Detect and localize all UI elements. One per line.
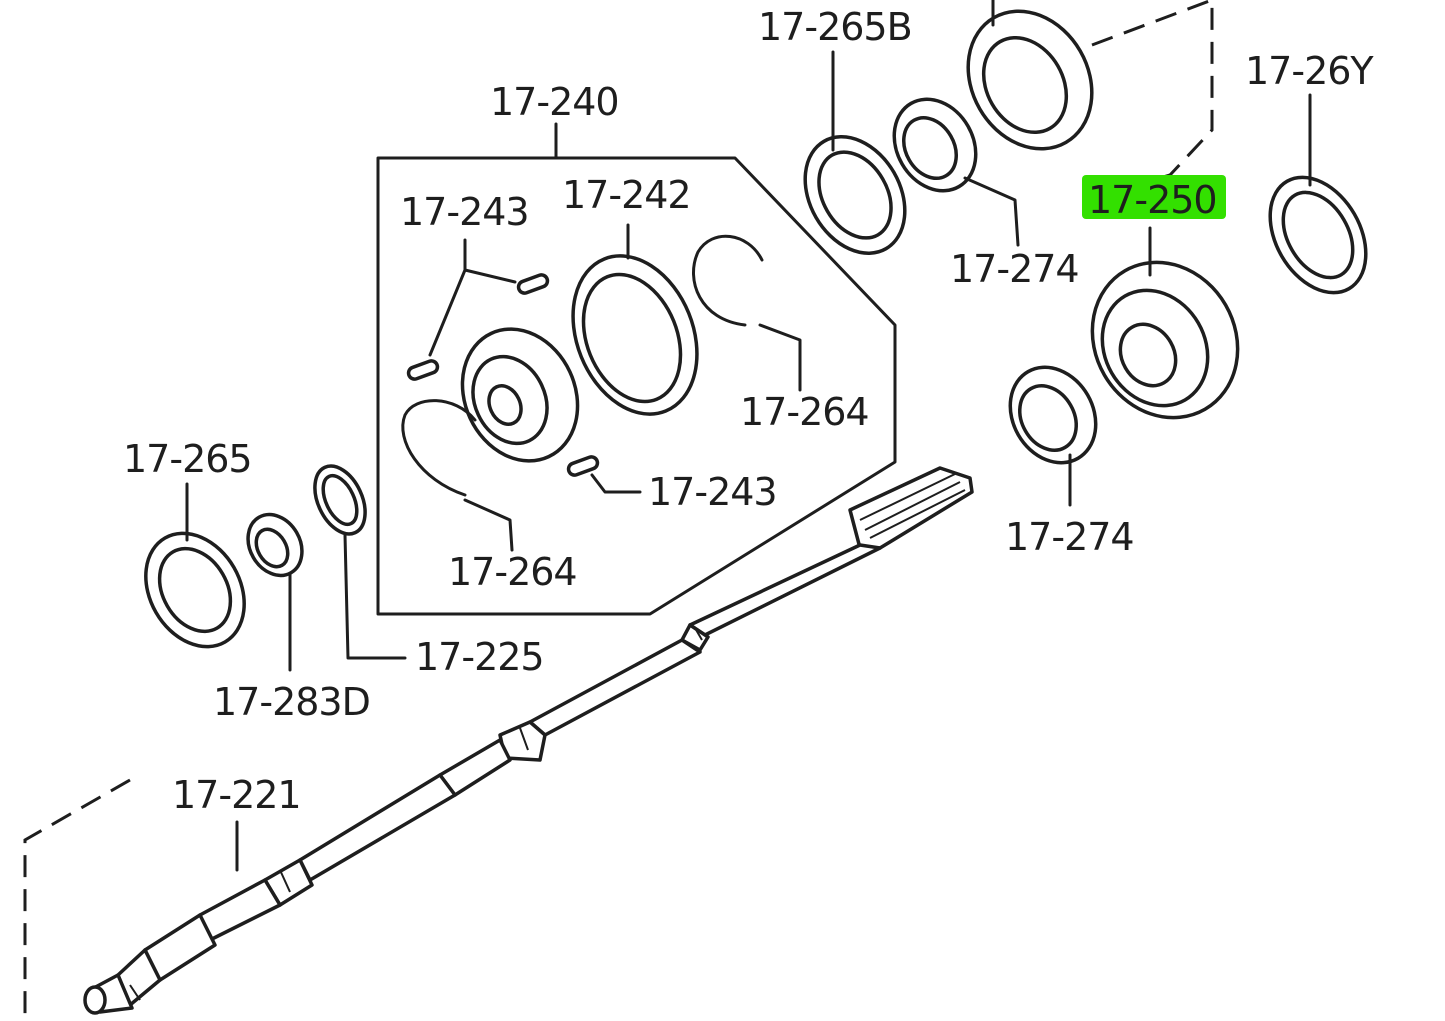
- leader-17-225: [343, 533, 407, 660]
- label-17-221: 17-221: [172, 773, 301, 817]
- part-top-gear: [966, 9, 1094, 151]
- part-17-225-washer: [313, 464, 367, 536]
- part-synchro-hub: [460, 327, 580, 463]
- part-17-283D-bearing: [246, 512, 304, 578]
- part-17-264-right-ring: [692, 234, 764, 327]
- mainshaft: [83, 466, 974, 1015]
- label-17-250: 17-250: [1088, 178, 1217, 222]
- label-17-283D: 17-283D: [213, 680, 370, 724]
- dashed-outline-bottom-left: [23, 778, 131, 1021]
- leader-17-243-top-b: [463, 268, 517, 284]
- part-17-243-keys: [406, 273, 600, 477]
- part-17-274-bottom-bearing: [1008, 365, 1098, 465]
- part-17-264-left-ring: [401, 399, 477, 497]
- part-17-26Y-ring: [1268, 175, 1368, 295]
- label-17-240: 17-240: [490, 80, 619, 124]
- label-17-274-top: 17-274: [950, 247, 1079, 291]
- label-17-265B: 17-265B: [758, 5, 912, 49]
- label-17-264-left: 17-264: [448, 550, 577, 594]
- label-17-26Y: 17-26Y: [1245, 49, 1374, 93]
- leader-17-243-bottom: [590, 473, 642, 494]
- leader-17-264-right: [758, 323, 802, 392]
- leader-17-264-left: [463, 498, 514, 552]
- label-17-264-right: 17-264: [740, 390, 869, 434]
- label-17-225: 17-225: [415, 635, 544, 679]
- leader-17-274-top: [963, 176, 1020, 247]
- highlight-17-250: [1082, 175, 1226, 219]
- leader-17-243-top: [428, 238, 467, 357]
- part-17-274-top-bearing: [892, 97, 978, 193]
- label-17-265: 17-265: [123, 437, 252, 481]
- label-17-242: 17-242: [562, 173, 691, 217]
- dashed-outline-top-right: [1091, 0, 1214, 187]
- part-17-265-ring: [144, 531, 246, 649]
- part-17-265B-ring: [803, 135, 907, 255]
- part-17-250-gear: [1090, 260, 1240, 420]
- label-17-243-top: 17-243: [400, 190, 529, 234]
- label-17-274-bottom: 17-274: [1005, 515, 1134, 559]
- group-box-17-240: [376, 156, 897, 616]
- part-17-242-sleeve: [571, 254, 699, 416]
- label-17-243-bottom: 17-243: [648, 470, 777, 514]
